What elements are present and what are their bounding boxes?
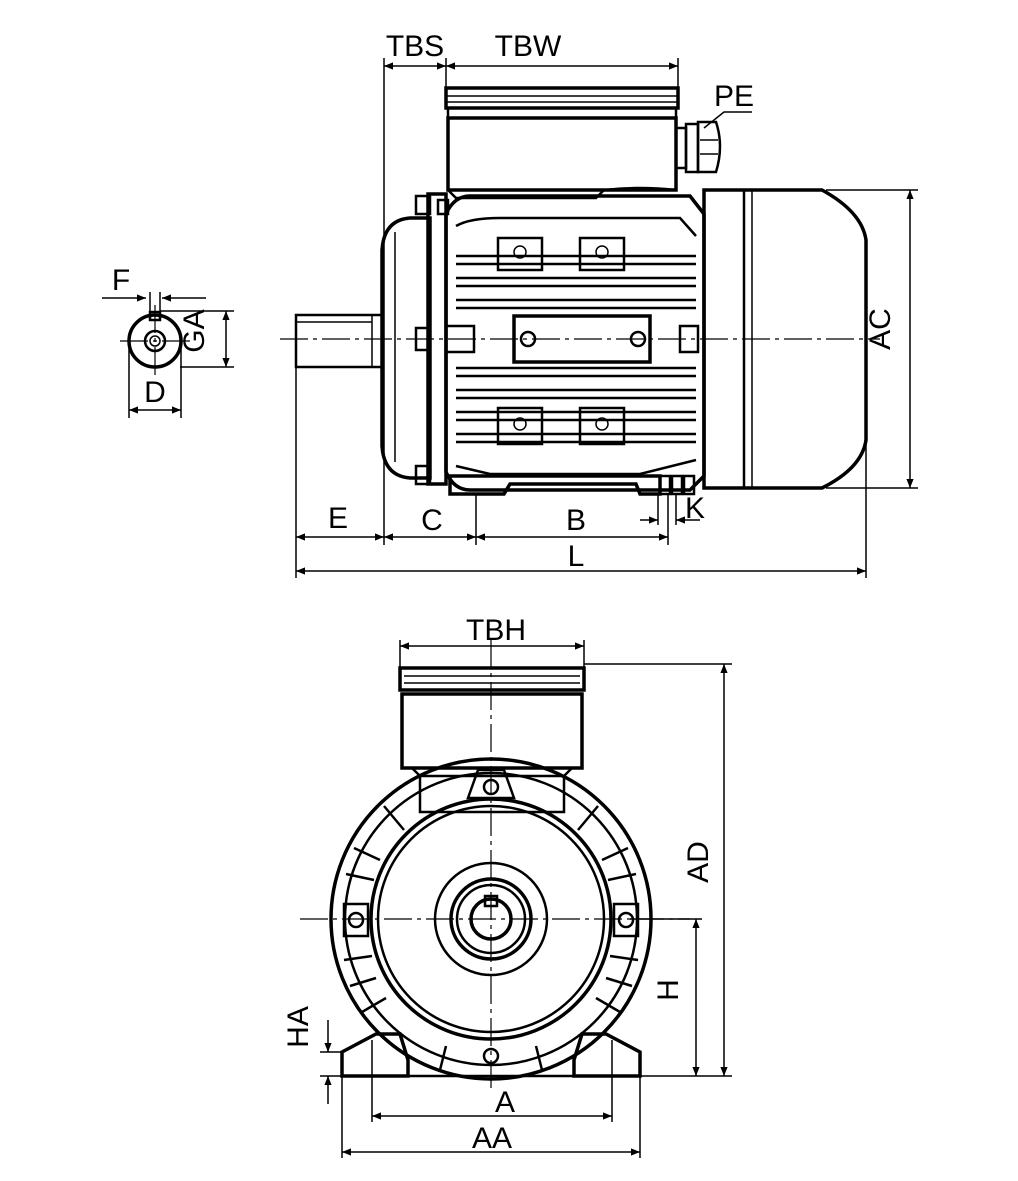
radial-fins: [343, 805, 639, 1071]
label-b: B: [566, 504, 586, 537]
label-tbw: TBW: [495, 30, 562, 63]
label-tbh: TBH: [466, 614, 526, 647]
front-shield: [380, 216, 432, 480]
dimension-lines: [102, 58, 918, 1158]
cable-gland: [674, 120, 722, 174]
label-l: L: [568, 540, 585, 573]
cooling-fins: [455, 216, 697, 476]
label-ga: GA: [178, 309, 211, 352]
label-ha: HA: [282, 1006, 315, 1048]
label-aa: AA: [472, 1122, 512, 1155]
foot-right: [572, 1032, 642, 1078]
foot-left: [340, 1032, 410, 1078]
label-d: D: [144, 376, 166, 409]
label-a: A: [495, 1086, 515, 1119]
label-h: H: [652, 979, 685, 1001]
dimension-labels: TBS TBW PE F GA D AC E C B K L TBH AD H …: [112, 30, 897, 1155]
front-view: [300, 640, 690, 1090]
label-ad: AD: [682, 841, 715, 883]
label-ac: AC: [864, 308, 897, 350]
label-pe: PE: [714, 80, 754, 113]
side-view: [280, 86, 880, 496]
label-c: C: [421, 504, 443, 537]
terminal-box: [444, 86, 680, 200]
shaft-end: [294, 313, 384, 369]
terminal-box-front: [398, 666, 586, 814]
label-e: E: [328, 502, 348, 535]
label-tbs: TBS: [386, 30, 444, 63]
label-f: F: [112, 264, 130, 297]
stator-housing: [444, 194, 706, 492]
label-k: K: [685, 492, 705, 525]
